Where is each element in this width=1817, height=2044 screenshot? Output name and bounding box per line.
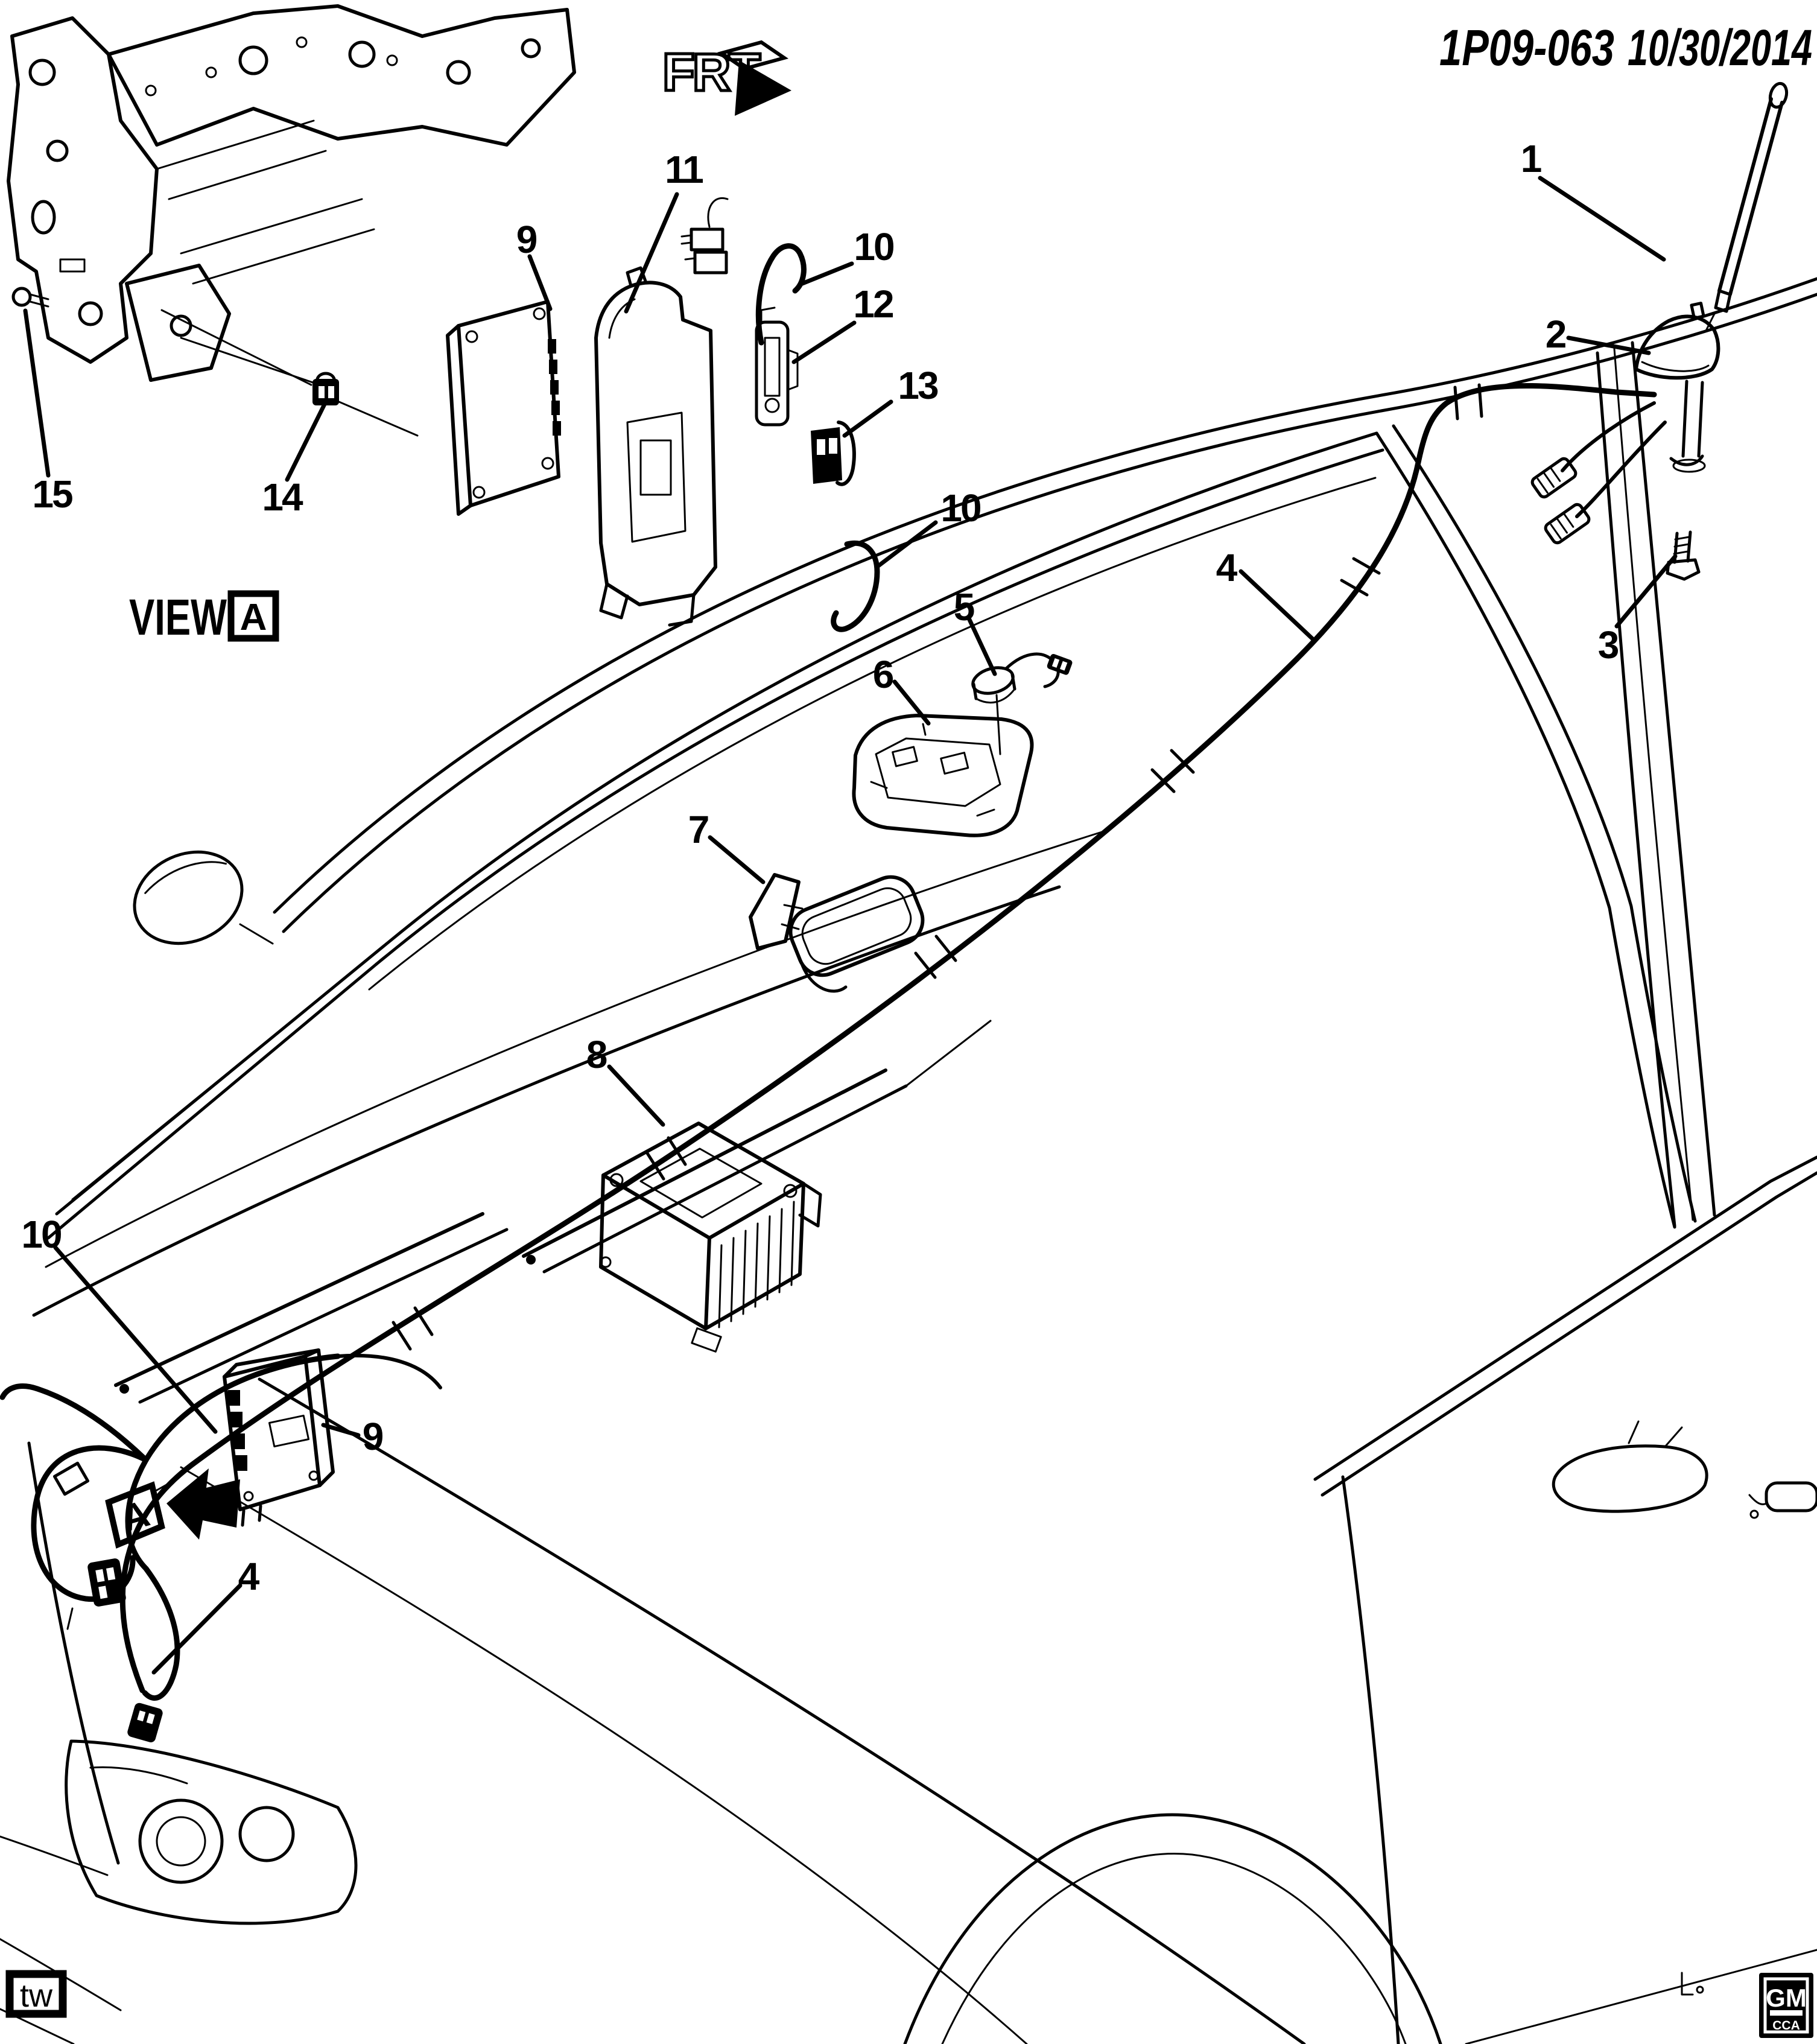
drawing-date: 10/30/2014: [1628, 19, 1812, 76]
callout-numbers: 1 2 3 4 5 6 7 8 9 10 11 12 13 10 14 15 1…: [21, 137, 1620, 1598]
hook-10-top: [755, 243, 807, 346]
headlamp: [65, 1739, 358, 1925]
bracket-11: [594, 197, 729, 627]
module-9-top: [446, 300, 561, 516]
callout-14: 14: [262, 475, 303, 519]
detail-a-arrow-icon: [166, 1468, 240, 1540]
door-mirror: [1552, 1420, 1708, 1513]
onstar-module-9-lower: [223, 1348, 335, 1527]
clip-13: [811, 421, 856, 486]
frame-structure: [7, 4, 576, 437]
clip-14: [312, 372, 339, 405]
callout-8: 8: [586, 1033, 607, 1076]
view-ref: A: [240, 597, 267, 638]
callout-7: 7: [688, 808, 708, 851]
frt-arrow-tail: [717, 40, 789, 71]
cable-sleeve-marks: [392, 383, 1483, 1351]
bolt-15: [11, 287, 49, 308]
view-ref-box: [227, 590, 279, 642]
gm-logo: GM CCA: [1759, 1973, 1813, 2038]
callout-1: 1: [1521, 137, 1541, 180]
drawing-number: 1P09-063: [1439, 19, 1614, 76]
callout-10-top: 10: [854, 225, 893, 268]
callout-9-lower: 9: [363, 1415, 383, 1458]
gm-logo-subtext: CCA: [1772, 2019, 1800, 2033]
callout-15: 15: [32, 472, 72, 516]
callout-leaders: [23, 176, 1678, 1675]
frt-arrow-icon: [735, 60, 791, 116]
door-handle: [1748, 1481, 1817, 1519]
view-word: VIEW: [129, 589, 227, 646]
signature-text: tw: [20, 1978, 53, 2014]
callout-2: 2: [1546, 313, 1566, 356]
callout-5: 5: [954, 585, 974, 629]
gm-logo-text: GM: [1766, 1984, 1807, 2012]
callout-6: 6: [873, 653, 893, 696]
callout-9-top: 9: [516, 218, 537, 261]
callout-12: 12: [853, 282, 893, 326]
retainer-12: [755, 306, 799, 427]
antenna-mast-1: [1705, 81, 1789, 332]
callout-3: 3: [1598, 623, 1619, 667]
wipers: [114, 1020, 992, 1404]
callout-10-lower: 10: [21, 1213, 61, 1256]
callout-4-lower: 4: [238, 1555, 260, 1598]
antenna-cable-4: [119, 383, 1667, 1693]
title-block: 1P09-063 10/30/2014: [1439, 19, 1812, 76]
callout-4-roof: 4: [1216, 546, 1238, 589]
antenna-screw-3: [1666, 530, 1701, 581]
frt-marker: FRT: [661, 40, 791, 116]
callout-11: 11: [665, 148, 703, 191]
module-connector-pins: [228, 1390, 247, 1471]
view-a-label: VIEW A: [129, 589, 279, 646]
callout-10-second: 10: [940, 486, 980, 530]
radio-vents: [718, 1201, 795, 1328]
signature-box: tw: [5, 1970, 67, 2018]
detail-a-ref: A: [116, 1493, 154, 1540]
car-body-drawing: [0, 277, 1817, 2044]
antenna-base-2: [1634, 302, 1720, 473]
left-mirror: [133, 850, 244, 945]
overhead-console-6: [852, 714, 1034, 837]
callout-13: 13: [898, 364, 938, 407]
radio-module-8: [599, 1122, 822, 1353]
hook-10-second: [831, 540, 880, 632]
microphone-5: [971, 652, 1073, 755]
door-lock-detail: [1681, 1972, 1694, 1996]
rearview-mirror-7: [749, 873, 925, 993]
engine-harness-10: [0, 1353, 442, 1742]
